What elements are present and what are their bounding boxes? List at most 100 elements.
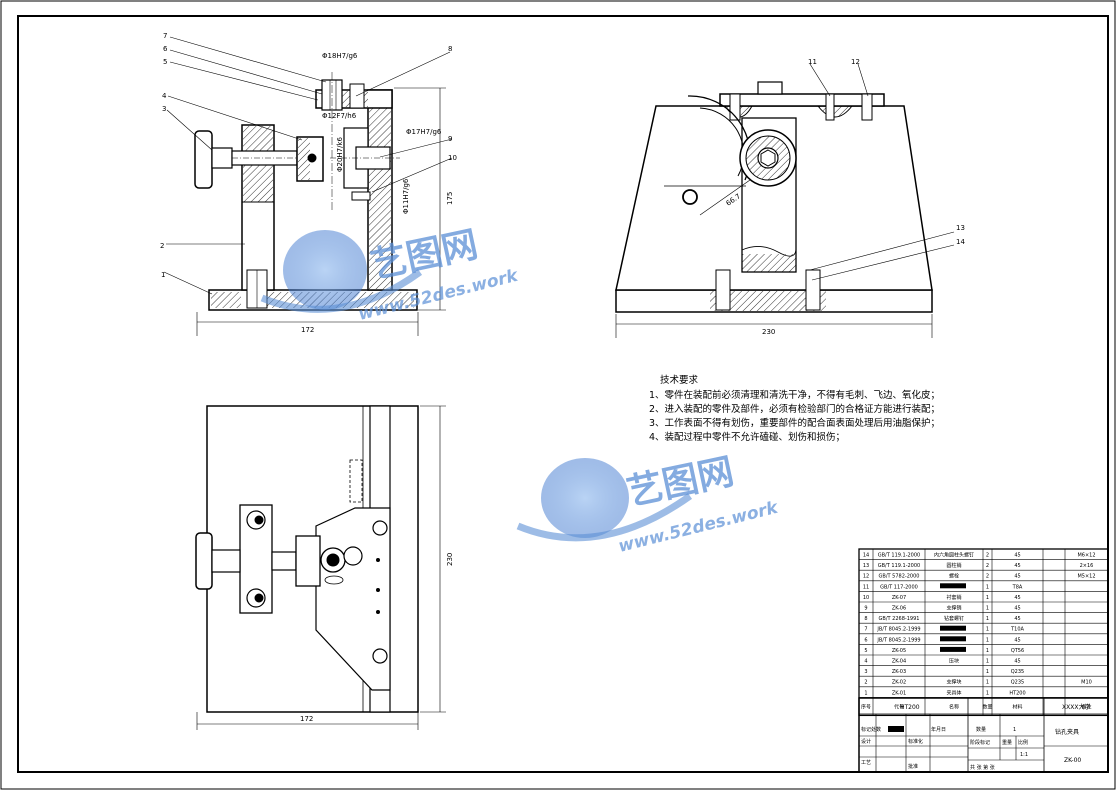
technical-requirements: 技术要求 1、零件在装配前必须清理和清洗干净，不得有毛刺、飞边、氧化皮； 2、进… xyxy=(649,374,940,443)
bom-cell: JB/T 8045.2-1999 xyxy=(876,637,920,643)
bom-cell: GB/T 119.1-2000 xyxy=(878,563,920,569)
bom-cell: 1 xyxy=(986,669,989,675)
bom-cell: T8A xyxy=(1012,584,1023,590)
bom-cell: 13 xyxy=(863,563,869,569)
redaction-block xyxy=(940,636,966,642)
balloon-11: 11 xyxy=(808,58,817,66)
bom-cell: 4 xyxy=(864,659,867,665)
bom-header-cell: 名称 xyxy=(949,703,959,710)
bom-cell: 2 xyxy=(864,680,867,686)
bom-cell: Q235 xyxy=(1011,669,1024,675)
material: HT200 xyxy=(900,704,920,711)
tech-req-item: 3、工作表面不得有划伤，重要部件的配合面表面处理后用油脂保护； xyxy=(649,417,940,429)
dim-width-172-top: 172 xyxy=(300,715,313,723)
dim-width-230: 230 xyxy=(762,328,775,336)
label-scale: 比例 xyxy=(1018,739,1028,746)
bom-cell: Q235 xyxy=(1011,680,1024,686)
balloon-5: 5 xyxy=(163,58,167,66)
label-weight: 重量 xyxy=(1002,739,1012,746)
balloon-6: 6 xyxy=(163,45,168,53)
bom-cell: 45 xyxy=(1014,574,1020,580)
tech-req-item: 1、零件在装配前必须清理和清洗干净，不得有毛刺、飞边、氧化皮； xyxy=(649,389,940,401)
bom-cell: 1 xyxy=(986,627,989,633)
bom-cell: GB/T 2268-1991 xyxy=(879,616,920,622)
bom-cell: 钻套螺钉 xyxy=(944,615,964,622)
label-sheets: 共 张 第 张 xyxy=(970,764,995,771)
bom-cell: ZK-05 xyxy=(892,648,906,654)
balloon-9: 9 xyxy=(448,135,452,143)
bom-cell: 8 xyxy=(864,616,867,622)
bom-cell: HT200 xyxy=(1009,690,1025,696)
bom-cell: 圆柱销 xyxy=(946,562,961,569)
bom-cell: GB/T 117-2000 xyxy=(880,584,918,590)
redaction-block xyxy=(940,646,966,652)
dim-height-175: 175 xyxy=(446,192,454,205)
tech-req-item: 2、进入装配的零件及部件，必须有检验部门的合格证方能进行装配； xyxy=(649,403,940,415)
label-stage: 阶段标记 xyxy=(970,739,990,746)
bom-cell: 45 xyxy=(1014,637,1020,643)
bom-cell: 内六角圆柱头螺钉 xyxy=(934,552,974,559)
bom-cell: ZK-02 xyxy=(892,680,906,686)
balloon-10: 10 xyxy=(448,154,457,162)
balloon-7: 7 xyxy=(163,32,167,40)
bom-cell: 45 xyxy=(1014,616,1020,622)
redaction-block xyxy=(940,583,966,589)
bom-cell: 1 xyxy=(986,616,989,622)
bom-cell: ZK-04 xyxy=(892,659,906,665)
title-block xyxy=(858,697,1109,773)
label-design: 设计 xyxy=(861,738,871,745)
label-date: 年月日 xyxy=(931,726,946,733)
bom-cell: 45 xyxy=(1014,553,1020,559)
bom-cell: 1 xyxy=(986,659,989,665)
inner-frame xyxy=(17,15,1109,773)
bom-header-cell: 材料 xyxy=(1012,703,1022,710)
balloon-3: 3 xyxy=(162,105,166,113)
balloon-2: 2 xyxy=(160,242,164,250)
label-process: 工艺 xyxy=(861,760,871,766)
dim-pin-fit-2: Φ11H7/g6 xyxy=(402,178,410,214)
bom-cell: 11 xyxy=(863,584,869,590)
balloon-8: 8 xyxy=(448,45,452,53)
balloon-14: 14 xyxy=(956,238,965,246)
bom-cell: JB/T 8045.2-1999 xyxy=(876,627,920,633)
bom-cell: GB/T 119.1-2000 xyxy=(878,553,920,559)
bom-cell: 1 xyxy=(986,606,989,612)
bom-cell: 45 xyxy=(1014,659,1020,665)
tech-req-item: 4、装配过程中零件不允许磕碰、划伤和损伤； xyxy=(649,431,845,443)
label-approve: 批准 xyxy=(908,763,918,770)
bom-cell: ZK-01 xyxy=(892,690,906,696)
redaction-block xyxy=(940,625,966,631)
bom-cell: 1 xyxy=(864,690,867,696)
bom-cell: 1 xyxy=(986,690,989,696)
bom-cell: 45 xyxy=(1014,595,1020,601)
bom-header-cell: 数量 xyxy=(982,703,992,710)
bom-cell: ZK-06 xyxy=(892,606,906,612)
watermark-2: 艺图网 www.52des.work xyxy=(516,451,781,557)
qty-value: 1 xyxy=(1013,727,1016,733)
bom-header-cell: 序号 xyxy=(861,703,871,710)
drawing-number: ZK-00 xyxy=(1064,757,1081,764)
bom-cell: GB/T 5782-2000 xyxy=(879,574,920,580)
scale-value: 1:1 xyxy=(1020,752,1028,758)
dim-width-172: 172 xyxy=(301,326,314,334)
bom-cell: 支撑块 xyxy=(946,679,961,686)
bom-cell: ZK-03 xyxy=(892,669,906,675)
bom-cell: 12 xyxy=(863,574,869,580)
bom-cell: 9 xyxy=(864,606,867,612)
bom-cell: 2 xyxy=(986,563,989,569)
globe-icon xyxy=(541,458,629,538)
tech-req-title: 技术要求 xyxy=(660,374,699,386)
balloon-1: 1 xyxy=(161,271,165,279)
bom-cell: 压块 xyxy=(949,658,959,665)
bom-cell: 5 xyxy=(864,648,867,654)
dim-pin-fit: Φ12F7/h6 xyxy=(322,112,357,120)
balloon-12: 12 xyxy=(851,58,860,66)
balloon-13: 13 xyxy=(956,224,965,232)
school-name: XXXX大学 xyxy=(1062,703,1090,711)
bom-cell: 10 xyxy=(863,595,869,601)
bom-cell: 2 xyxy=(986,553,989,559)
bom-cell: M6×12 xyxy=(1077,553,1095,559)
bom-cell: M10 xyxy=(1081,680,1092,686)
globe-icon xyxy=(283,230,367,310)
